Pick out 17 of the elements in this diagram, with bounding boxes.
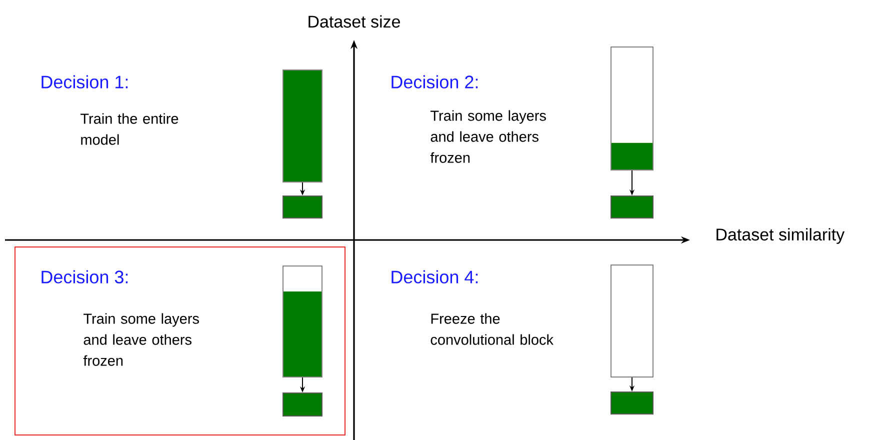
level-bar xyxy=(610,46,654,170)
decision-title: Decision 4: xyxy=(392,270,478,284)
decision-title: Decision 2: xyxy=(392,75,478,88)
axis-label: Dataset size xyxy=(308,15,400,28)
output-block xyxy=(610,196,654,218)
output-block xyxy=(610,392,654,414)
level-bar xyxy=(610,264,654,378)
decision-title: Decision 1: xyxy=(42,75,128,88)
decision-text: Train some layers and leave others frozen xyxy=(430,110,546,163)
decision-text: Freeze the convolutional block xyxy=(430,313,554,345)
output-block xyxy=(282,392,322,416)
level-bar xyxy=(282,70,322,182)
axis-label: Dataset similarity xyxy=(716,228,845,244)
decision-frame: Decision 3: Train some layers and leave others frozen xyxy=(14,246,346,436)
decision-text: Train the entire model xyxy=(80,113,178,145)
level-bar xyxy=(282,266,322,378)
output-block xyxy=(282,196,322,218)
